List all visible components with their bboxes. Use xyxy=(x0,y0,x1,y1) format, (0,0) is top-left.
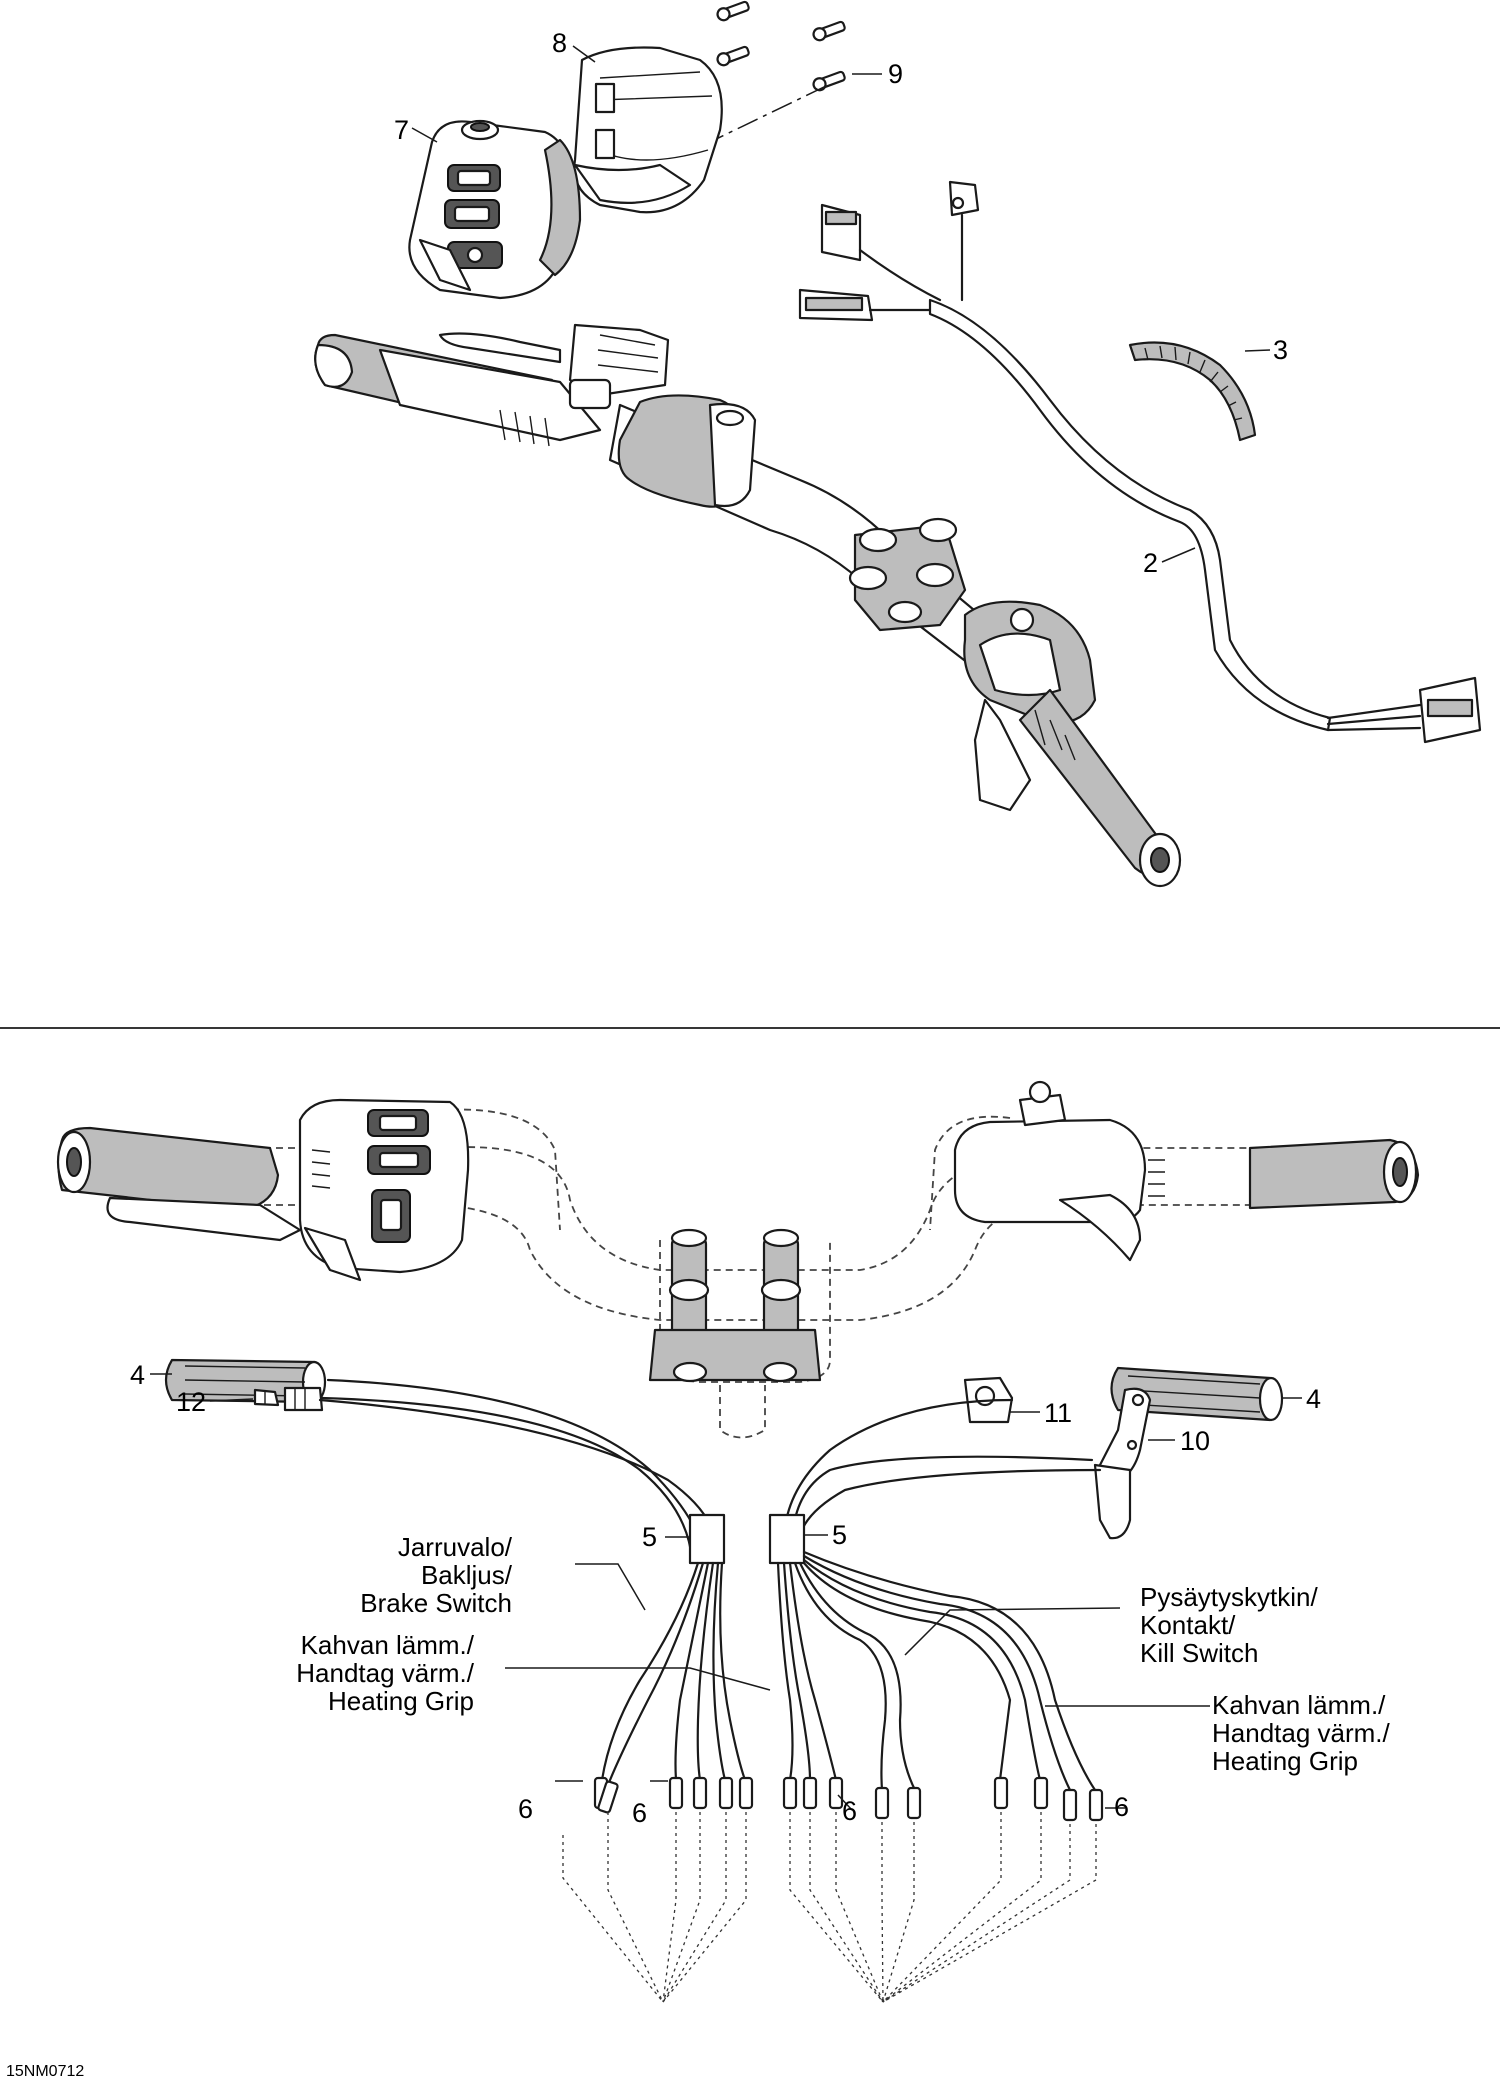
note-heating-grip-right-line-1: Kahvan lämm./ xyxy=(1212,1690,1386,1720)
callout-labels: 8 9 7 3 2 4 4 12 11 10 5 5 6 6 6 6 xyxy=(130,28,1321,1828)
phantom-handlebar xyxy=(240,1108,1270,1439)
callout-6-b: 6 xyxy=(632,1798,647,1828)
sensor-connector xyxy=(253,1386,324,1412)
callout-4-left: 4 xyxy=(130,1360,145,1390)
heating-grip-element-right xyxy=(1110,1366,1284,1422)
handlebar-clamp xyxy=(848,517,967,632)
brake-switch-bracket xyxy=(1093,1387,1152,1540)
callout-5-right: 5 xyxy=(832,1520,847,1550)
switch-housing-front xyxy=(408,119,582,300)
callout-11: 11 xyxy=(1044,1398,1072,1428)
callout-12: 12 xyxy=(176,1387,206,1417)
note-heating-grip-right-line-2: Handtag värm./ xyxy=(1212,1718,1391,1748)
note-heating-grip-left-line-1: Kahvan lämm./ xyxy=(301,1630,475,1660)
wiring-harness xyxy=(798,180,1482,744)
throttle-assembly-bottom-right xyxy=(953,1080,1420,1262)
note-kill-switch-line-3: Kill Switch xyxy=(1140,1638,1258,1668)
circuit-notes: Jarruvalo/ Bakljus/ Brake Switch Kahvan … xyxy=(296,1532,1390,1776)
note-kill-switch-line-1: Pysäytyskytkin/ xyxy=(1140,1582,1318,1612)
terminal-set xyxy=(593,1776,1104,1822)
explosion-lines xyxy=(562,1812,1097,2003)
callout-9: 9 xyxy=(888,59,903,89)
callout-8: 8 xyxy=(552,28,567,58)
wiring-bottom-left xyxy=(318,1378,747,1787)
note-brake-switch-line-2: Bakljus/ xyxy=(421,1560,513,1590)
handlebar-left-grip xyxy=(314,332,602,447)
note-heating-grip-right-line-3: Heating Grip xyxy=(1212,1746,1358,1776)
figure-reference: 15NM0712 xyxy=(6,2063,84,2080)
callout-6-c: 6 xyxy=(842,1796,857,1826)
handlebar-clamp-bottom xyxy=(648,1228,822,1383)
callout-5-left: 5 xyxy=(642,1522,657,1552)
callout-7: 7 xyxy=(394,115,409,145)
screw-set xyxy=(716,0,846,92)
bottom-assembly xyxy=(56,1080,1420,2003)
callout-6-a: 6 xyxy=(518,1794,533,1824)
callout-3: 3 xyxy=(1273,335,1288,365)
callout-10: 10 xyxy=(1180,1426,1210,1456)
note-heating-grip-left-line-3: Heating Grip xyxy=(328,1686,474,1716)
note-heating-grip-left-line-2: Handtag värm./ xyxy=(296,1658,475,1688)
note-kill-switch-line-2: Kontakt/ xyxy=(1140,1610,1236,1640)
note-brake-switch-line-3: Brake Switch xyxy=(360,1588,512,1618)
switch-assembly-bottom-left xyxy=(56,1098,470,1282)
callout-6-d: 6 xyxy=(1114,1792,1129,1822)
conduit xyxy=(1128,341,1257,442)
switch-housing-rear xyxy=(573,46,723,214)
top-assembly xyxy=(314,0,1482,888)
note-brake-switch-line-1: Jarruvalo/ xyxy=(398,1532,513,1562)
wiring-bottom-right xyxy=(768,1398,1102,1792)
callout-2: 2 xyxy=(1143,548,1158,578)
throttle-housing xyxy=(963,600,1182,888)
callout-4-right: 4 xyxy=(1306,1384,1321,1414)
master-cylinder xyxy=(568,323,670,410)
